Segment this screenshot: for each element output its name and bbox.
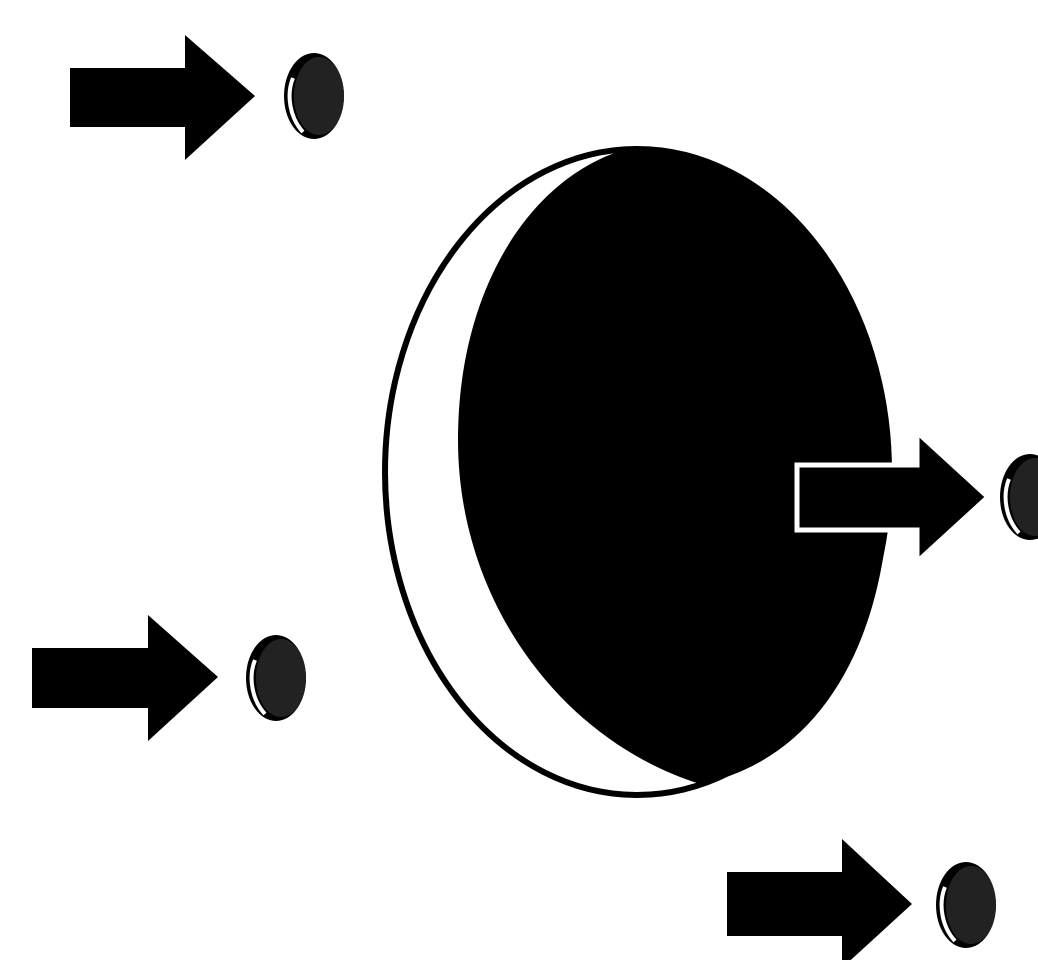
arrow-2-icon	[32, 615, 218, 741]
small-sphere-2	[246, 635, 306, 721]
small-sphere-3	[1000, 454, 1038, 540]
arrow-group-4	[727, 839, 996, 960]
arrow-4-icon	[727, 839, 912, 960]
small-sphere-4	[936, 862, 996, 948]
arrow-group-2	[32, 615, 306, 741]
small-sphere-1	[284, 53, 344, 139]
arrow-group-1	[70, 35, 344, 160]
arrow-1-icon	[70, 35, 255, 160]
